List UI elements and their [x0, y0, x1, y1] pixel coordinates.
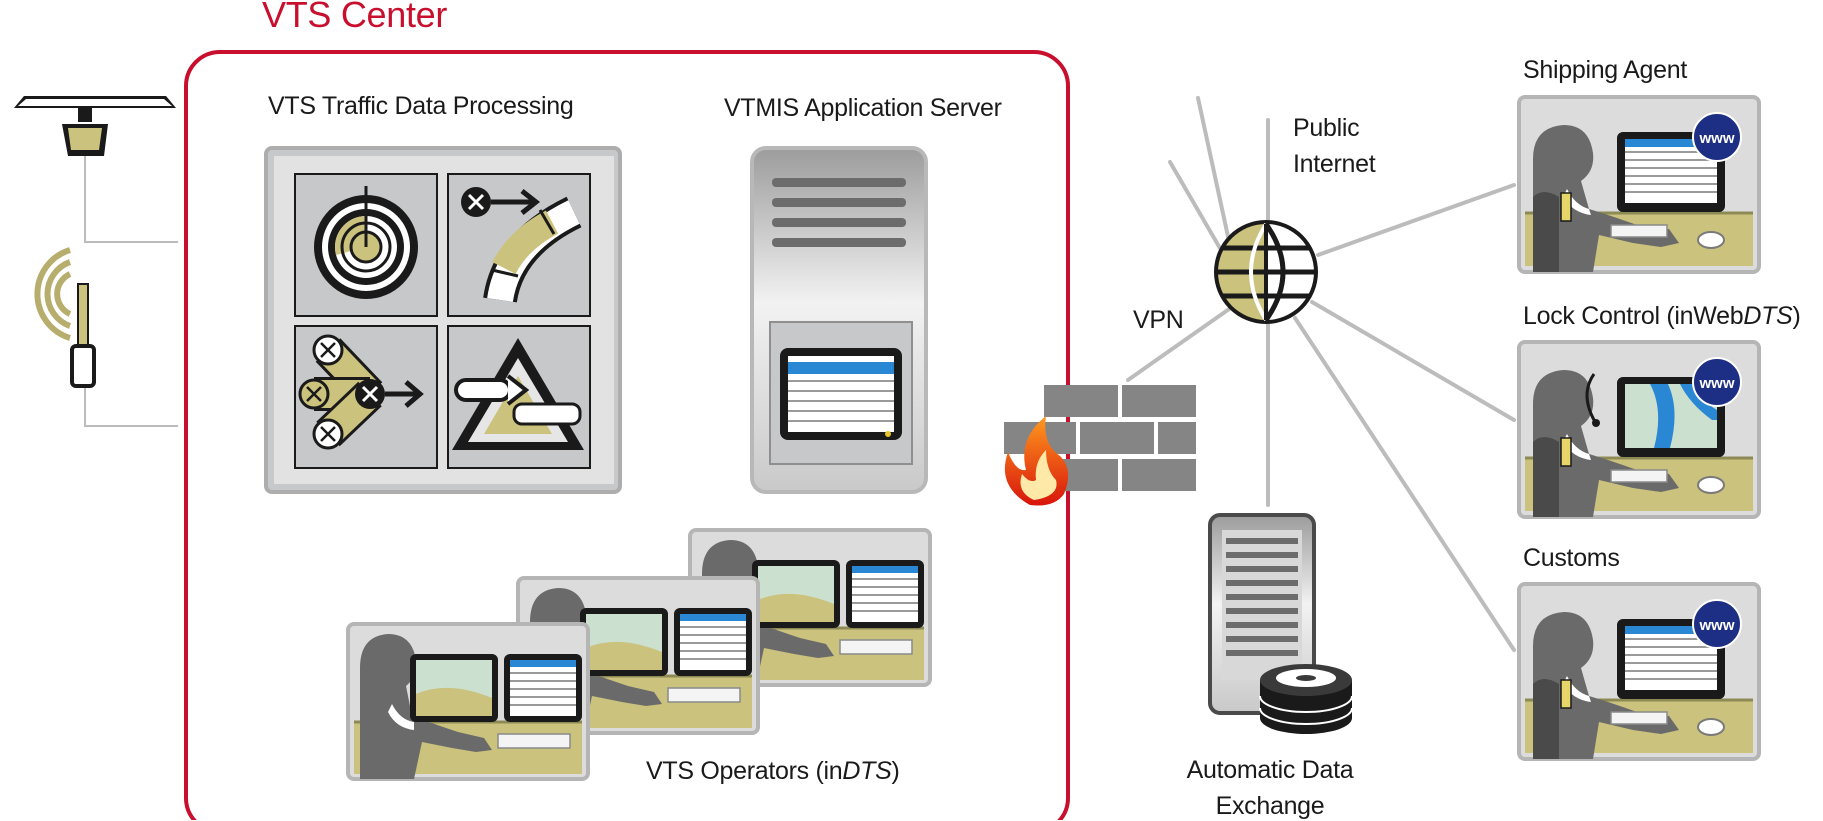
ade-label-line1: Automatic Data [1186, 756, 1354, 784]
www-badge-icon: www [1692, 112, 1742, 162]
radio-antenna-icon [34, 247, 96, 388]
customs-label: Customs [1523, 544, 1620, 572]
network-connectors [1126, 96, 1516, 652]
firewall-icon [1004, 385, 1196, 491]
lock-control-label: Lock Control (inWebDTS) [1523, 302, 1801, 330]
internet-label: Internet [1293, 150, 1376, 178]
database-server-icon [1208, 513, 1353, 734]
track-arc-icon [461, 187, 582, 304]
globe-icon [1214, 220, 1318, 324]
lock-control-workstation [1517, 340, 1761, 519]
vpn-label: VPN [1133, 306, 1184, 334]
operators-label: VTS Operators (inDTS) [646, 757, 900, 785]
app-server-label: VTMIS Application Server [724, 94, 1002, 122]
operator-workstation-icon [346, 528, 932, 781]
warning-triangle-icon [452, 338, 584, 450]
server-tower-icon [750, 146, 928, 494]
shipping-agent-label: Shipping Agent [1523, 56, 1688, 84]
traffic-processing-label: VTS Traffic Data Processing [268, 92, 574, 120]
vts-center-title: VTS Center [262, 0, 448, 35]
radar-antenna-icon [14, 96, 176, 156]
www-label: www [1698, 617, 1734, 634]
correlation-icon [298, 334, 424, 450]
www-label: www [1698, 375, 1734, 392]
www-badge-icon: www [1692, 599, 1742, 649]
www-label: www [1698, 130, 1734, 147]
www-badge-icon: www [1692, 357, 1742, 407]
radar-scope-icon [314, 186, 418, 299]
ade-label-line2: Exchange [1215, 792, 1325, 820]
public-label: Public [1293, 114, 1360, 142]
flame-icon [1004, 416, 1069, 506]
